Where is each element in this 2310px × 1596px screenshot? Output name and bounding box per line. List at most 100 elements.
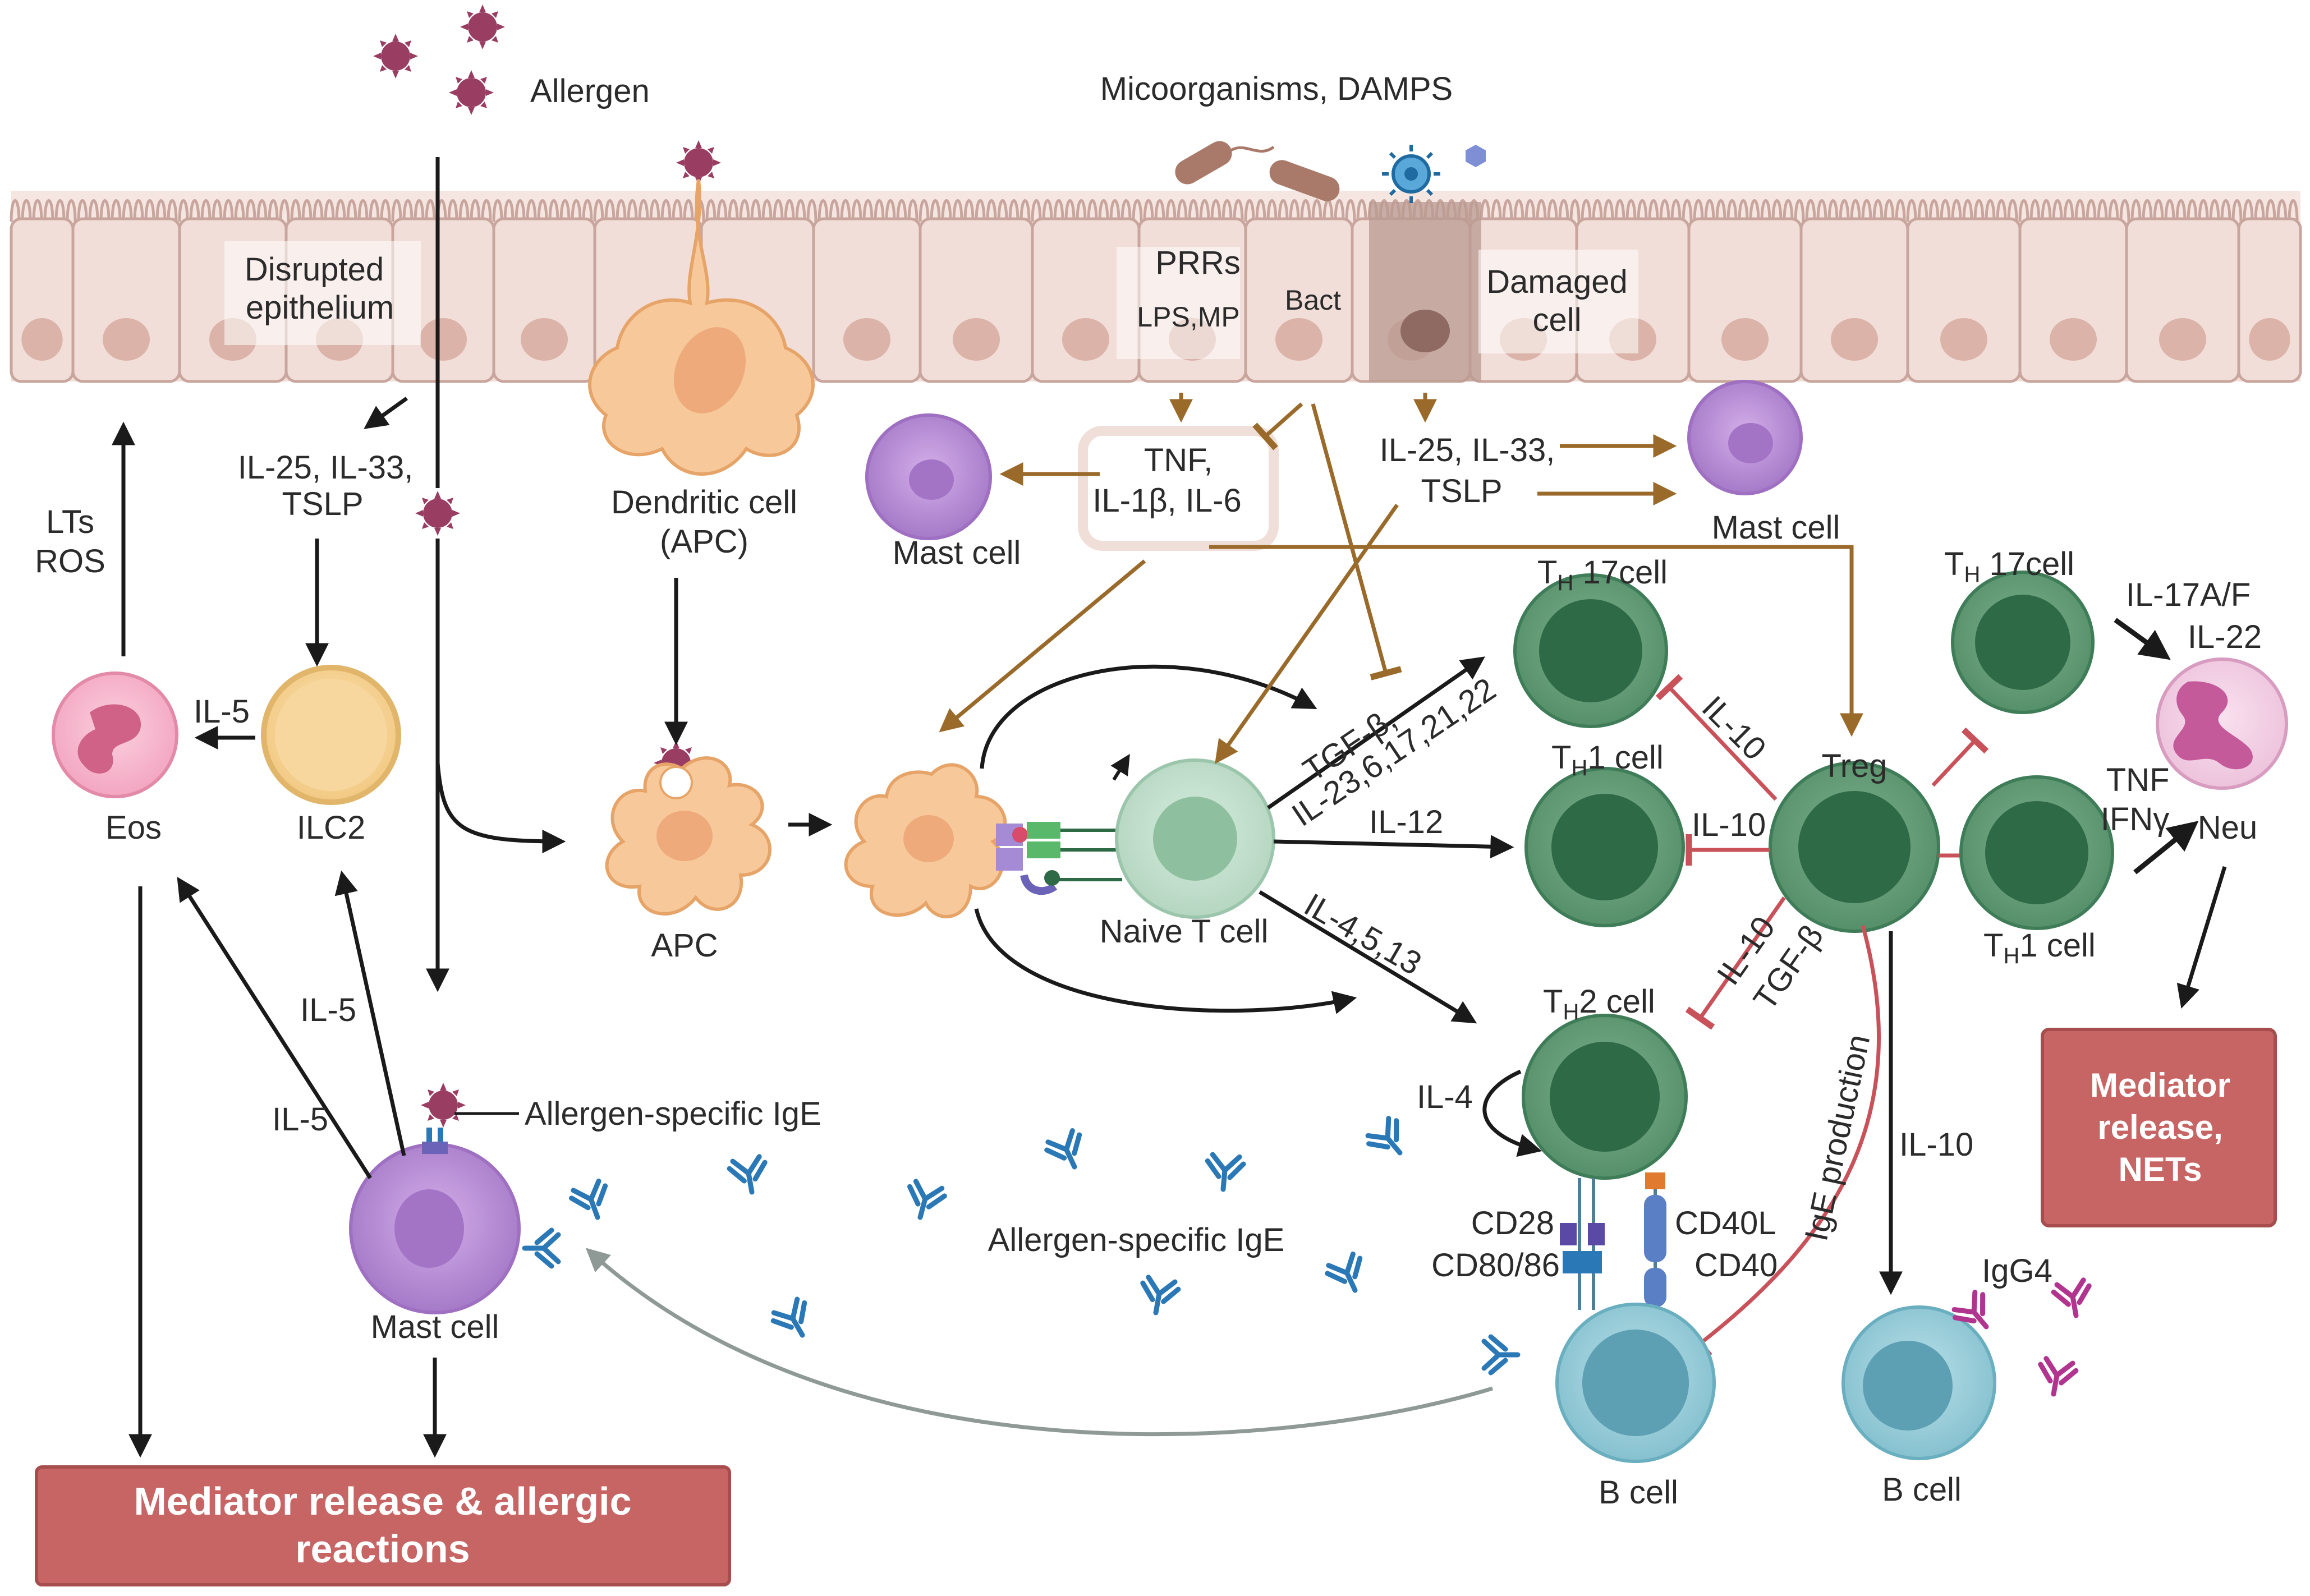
naive-to-th2-arrow xyxy=(1259,890,1477,1024)
treg-label: Treg xyxy=(1821,748,1887,784)
apc-to-th2-curve xyxy=(974,908,1357,1014)
eosinophil-nucleus xyxy=(77,704,141,774)
epithelium-layer xyxy=(10,191,2302,383)
th1-right-label: TH1 cell xyxy=(1983,927,2096,968)
bact-label: Bact xyxy=(1285,284,1341,316)
eos-label: Eos xyxy=(105,810,162,846)
ifng-label: IFNγ xyxy=(2101,801,2169,838)
il25-left-label-2: TSLP xyxy=(282,486,363,522)
cd40-label: CD40 xyxy=(1694,1247,1778,1284)
epithelial-nucleus xyxy=(2249,318,2290,361)
mast-cell-top-right xyxy=(1687,380,1803,495)
il4-label: IL-4 xyxy=(1417,1079,1473,1115)
th2-label: TH2 cell xyxy=(1543,983,1655,1024)
il5-ilc2-label: IL-5 xyxy=(194,693,250,730)
tnf-to-treg-arrow xyxy=(1209,545,1863,737)
tnf-box xyxy=(1078,426,1279,551)
il12-label: IL-12 xyxy=(1369,804,1443,840)
mediator-release-box xyxy=(35,1465,731,1586)
bcell-antibody-icon xyxy=(1484,1337,1518,1373)
th1-to-neu-arrow xyxy=(2133,821,2199,875)
naive-to-th17-arrow xyxy=(1266,656,1485,810)
bcell-left-label: B cell xyxy=(1599,1474,1678,1511)
il25-right-label-1: IL-25, IL-33, xyxy=(1380,432,1555,468)
mast-to-ilc2-arrow xyxy=(334,870,406,1156)
treg-inhibit-th17-right xyxy=(1931,727,1989,787)
prrs-label: PRRs xyxy=(1155,245,1240,281)
mast-top-left-label: Mast cell xyxy=(893,535,1021,571)
th1-mid-label: TH1 cell xyxy=(1551,739,1664,780)
treg-inhibit-th17 xyxy=(1655,674,1778,801)
mast-to-eos-arrow xyxy=(177,876,372,1179)
disrupted-epithelium-label-2: epithelium xyxy=(246,289,394,326)
neu-to-mediator-arrow xyxy=(2176,866,2227,1009)
ige-production-label: IgE production xyxy=(1798,1031,1877,1244)
il25-left-label-1: IL-25, IL-33, xyxy=(238,449,414,486)
igg4-antibody-icon-2 xyxy=(2052,1279,2093,1318)
mediator-right-label-1: Mediator xyxy=(2090,1066,2230,1104)
epithelial-nucleus xyxy=(420,318,467,361)
bact-inhibit-1 xyxy=(1252,402,1303,450)
allergen-ige-mid-label: Allergen-specific IgE xyxy=(988,1222,1285,1258)
il5-a-label: IL-5 xyxy=(300,992,356,1028)
th17-to-neu-arrow xyxy=(2114,618,2171,660)
apc-cell xyxy=(605,756,772,916)
allergen-to-apc-arrow xyxy=(435,762,566,853)
naive-to-th1-arrow xyxy=(1273,835,1514,859)
il4-self-arrow xyxy=(1482,1069,1542,1157)
th17-right-label: TH 17cell xyxy=(1944,546,2074,587)
epithelial-nucleus xyxy=(103,318,150,361)
tcr-small-arrow xyxy=(1110,753,1130,781)
mediator-right-label-3: NETs xyxy=(2119,1151,2202,1188)
mediator-nets-box xyxy=(2041,1028,2277,1227)
mediator-main-label-2: reactions xyxy=(295,1527,470,1571)
mediator-right-label-2: release, xyxy=(2097,1109,2223,1146)
th2-cell xyxy=(1522,1014,1688,1180)
tnf-right-label: TNF xyxy=(2106,762,2170,798)
th1-cell-right xyxy=(1959,775,2114,930)
mast-cell-receptor xyxy=(422,1128,448,1154)
treg-inhibit-bcell-curve xyxy=(1688,925,1881,1358)
damaged-cell-label-1: Damaged xyxy=(1486,264,1627,300)
ilc2-label: ILC2 xyxy=(297,810,366,846)
apc-label: APC xyxy=(651,927,718,964)
tnf-label-2: IL-1β, IL-6 xyxy=(1092,482,1241,519)
il5-b-label: IL-5 xyxy=(272,1101,328,1138)
epithelial-nucleus xyxy=(1062,318,1109,361)
epithelial-nucleus xyxy=(1721,318,1769,361)
mast-cell-bottom-label: Mast cell xyxy=(371,1309,499,1345)
il4513-label: IL-4,5,13 xyxy=(1298,886,1428,982)
epithelium-to-il25-arrow xyxy=(364,397,408,429)
epithelial-nucleus xyxy=(1831,318,1878,361)
treg-cell xyxy=(1769,761,1940,933)
bacteria xyxy=(1175,141,1340,201)
epithelial-nucleus xyxy=(2159,318,2206,361)
epithelial-nucleus xyxy=(1940,318,1987,361)
il10-b-label: IL-10 xyxy=(1692,807,1766,843)
allergen-ige-top-label: Allergen-specific IgE xyxy=(525,1096,821,1132)
damaged-cell xyxy=(1369,202,1481,381)
cd8086-label: CD80/86 xyxy=(1431,1247,1560,1284)
cd40l-label: CD40L xyxy=(1675,1205,1776,1241)
tnf-label-1: TNF, xyxy=(1144,442,1213,479)
il25-right-label-2: TSLP xyxy=(1421,473,1502,509)
damaged-cell-nucleus xyxy=(1400,310,1450,352)
treg-inhibit-th2 xyxy=(1685,896,1786,1030)
disrupted-epithelium-label-1: Disrupted xyxy=(245,251,384,288)
apc-presenting-cell xyxy=(844,763,1007,918)
epithelial-nucleus xyxy=(21,318,63,361)
b-cell-left xyxy=(1555,1303,1716,1463)
lps-mp-label: LPS,MP xyxy=(1137,301,1239,333)
bcell-to-mast-ige-arrow xyxy=(585,1248,1494,1437)
il17-label: IL-17A/F xyxy=(2126,577,2251,613)
allergen-label: Allergen xyxy=(530,73,650,109)
dendritic-cell xyxy=(588,179,815,476)
mediator-main-label-1: Mediator release & allergic xyxy=(134,1479,631,1523)
th17-cell-middle xyxy=(1513,573,1668,728)
epithelial-nucleus xyxy=(2050,318,2097,361)
antibody-icon xyxy=(525,1230,558,1266)
igg4-antibody-icon-3 xyxy=(2036,1358,2077,1397)
mast-cell-bottom xyxy=(349,1143,521,1314)
damp-particle xyxy=(1466,145,1486,167)
